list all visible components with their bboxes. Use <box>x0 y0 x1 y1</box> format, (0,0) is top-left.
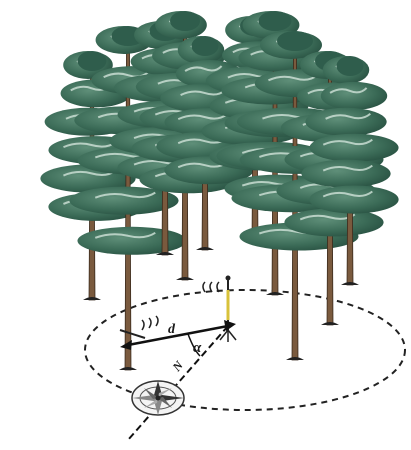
tree-apex <box>259 11 292 31</box>
tree-canopy-tier <box>309 186 398 214</box>
tree-canopy-tier <box>321 82 387 110</box>
sight-mark-icon <box>142 316 158 330</box>
tree-canopy-tier <box>77 227 186 255</box>
sight-mark-icon <box>203 282 219 292</box>
distance-label: d <box>168 322 176 337</box>
tree-root <box>119 367 137 370</box>
tree-reference-line <box>120 330 145 338</box>
tree-apex <box>192 36 219 56</box>
north-label: N <box>169 357 187 374</box>
pine-stand <box>40 11 398 370</box>
tree-root <box>341 282 359 285</box>
tree-canopy-tier <box>309 134 398 162</box>
tree-apex <box>78 51 107 71</box>
tree-root <box>83 297 101 300</box>
tree-apex <box>170 11 200 31</box>
tree-apex <box>337 56 364 76</box>
tree-root <box>176 277 194 280</box>
tree-root <box>286 357 304 360</box>
compass-rose-icon <box>132 381 184 415</box>
tree-root <box>321 322 339 325</box>
tree-root <box>266 292 284 295</box>
tree-apex <box>277 31 313 51</box>
azimuth-label: α <box>193 340 202 356</box>
tree-canopy-tier <box>301 160 390 188</box>
survey-pole-icon <box>220 276 236 343</box>
tree-root <box>196 247 214 250</box>
tree-canopy-tier <box>305 108 386 136</box>
